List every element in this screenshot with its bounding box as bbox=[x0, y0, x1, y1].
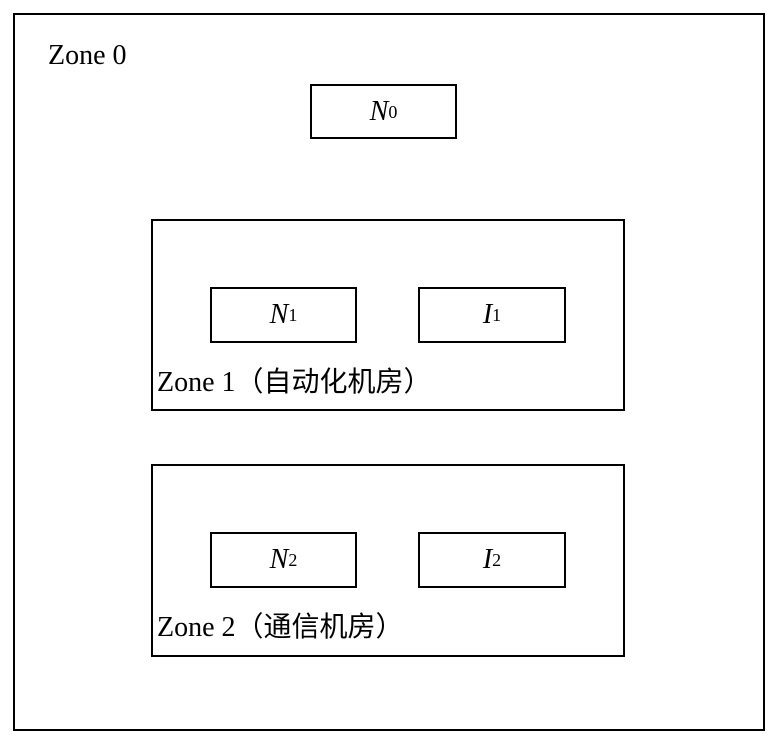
node-i2-symbol: I bbox=[482, 544, 493, 575]
node-i1-symbol: I bbox=[482, 299, 493, 330]
node-n2-subscript: 2 bbox=[288, 550, 298, 570]
node-n1-subscript: 1 bbox=[288, 305, 298, 325]
zone-1-label: Zone 1（自动化机房） bbox=[157, 367, 432, 398]
node-n0-symbol: N bbox=[369, 95, 389, 127]
node-i2-subscript: 2 bbox=[492, 550, 502, 570]
zone-2-label: Zone 2（通信机房） bbox=[157, 612, 404, 643]
node-n0-subscript: 0 bbox=[388, 101, 398, 122]
node-n2-symbol: N bbox=[269, 544, 289, 575]
zone-0-label: Zone 0 bbox=[48, 40, 127, 71]
node-n1-symbol: N bbox=[269, 299, 289, 330]
node-i1-subscript: 1 bbox=[492, 305, 502, 325]
